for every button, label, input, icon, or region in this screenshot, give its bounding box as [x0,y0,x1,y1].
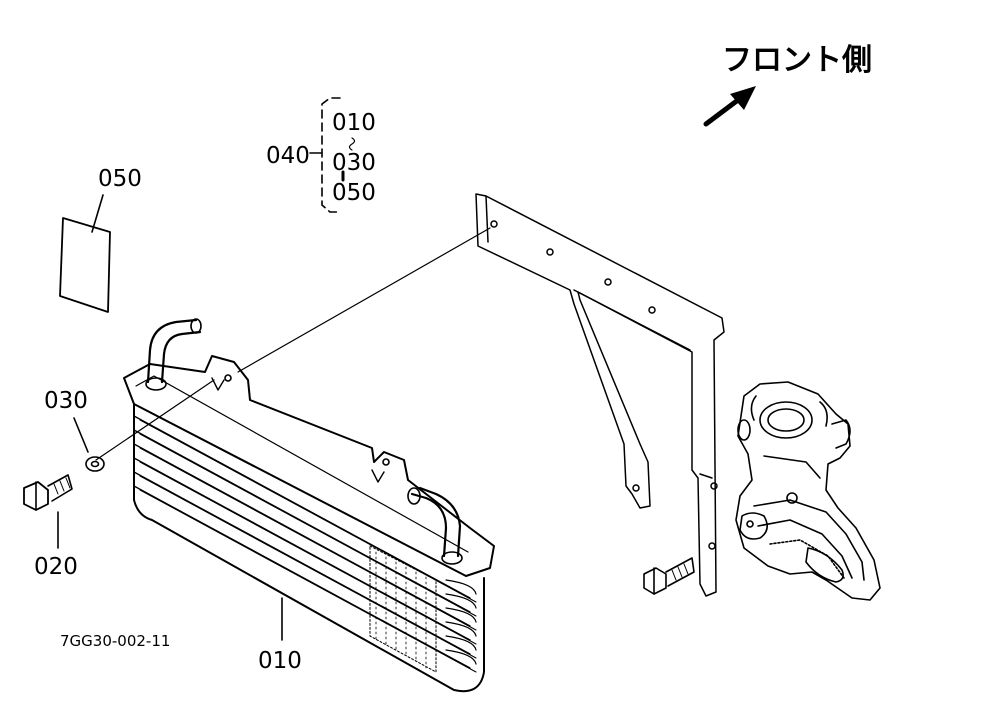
part-020-bolt: 020 [23,474,78,580]
leader-line [237,227,491,373]
kit-040-group: 040 010 030 050 [266,97,376,213]
drawing-number: 7GG30-002-11 [60,632,170,650]
frame-bolt [643,557,695,595]
callout-040: 040 [266,143,310,169]
callout-050: 050 [98,166,142,192]
kit-item-050: 050 [332,180,376,206]
callout-010: 010 [258,648,302,674]
callout-030: 030 [44,388,88,414]
part-050-label-plate: 050 [59,166,142,313]
kit-item-010: 010 [332,110,376,136]
leader-line-bolt [95,379,215,461]
front-direction-arrow-icon [703,86,756,127]
front-side-label: フロント側 [722,43,872,78]
frame-bracket [475,193,725,597]
part-010-oil-cooler: 010 [123,318,495,693]
callout-020: 020 [34,554,78,580]
kit-item-030: 030 [332,150,376,176]
part-030-washer: 030 [44,388,105,472]
filter-housing [735,381,881,601]
